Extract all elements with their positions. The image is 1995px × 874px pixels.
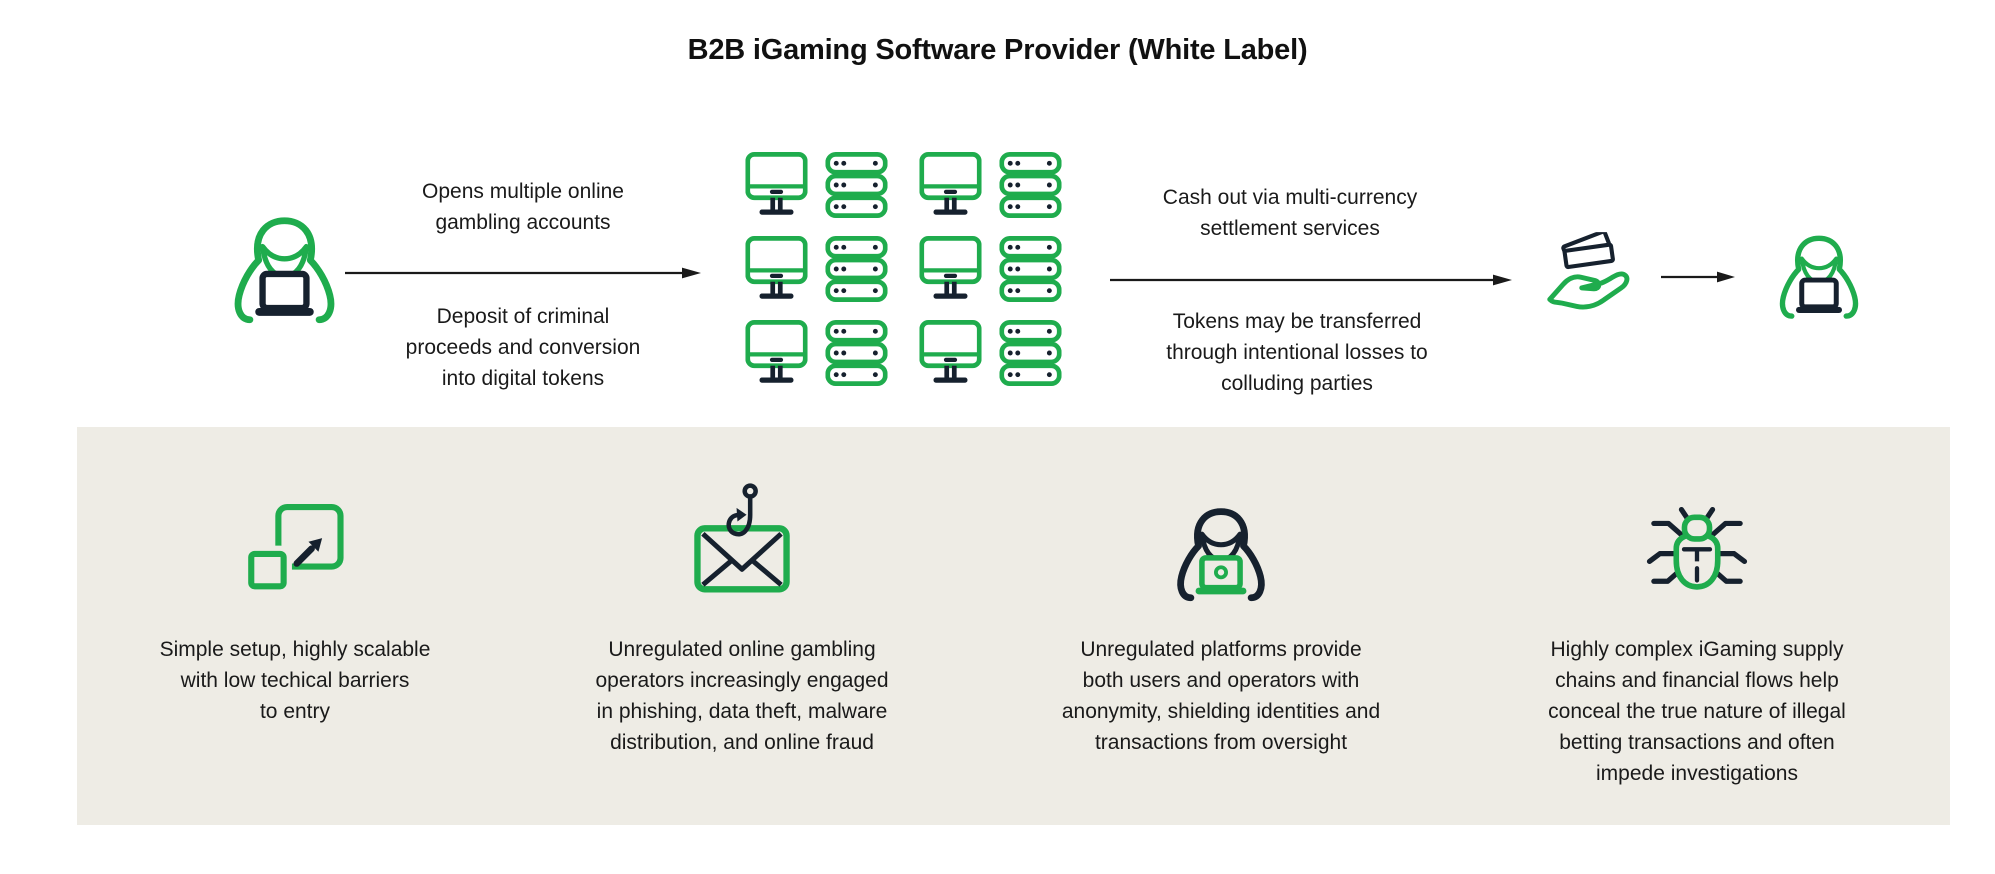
risk-card-text: Simple setup, highly scalable with low t… (159, 638, 431, 723)
risk-card-text: Unregulated platforms provide both users… (1061, 638, 1381, 754)
flow-arrow-2 (1110, 274, 1512, 286)
monitor-icon (919, 320, 982, 386)
monitor-icon (745, 320, 808, 386)
flow-label-cash-out: Cash out via multi-currency settlement s… (1162, 186, 1418, 240)
card-icon-area (246, 482, 344, 602)
risk-card-scalability: Simple setup, highly scalable with low t… (95, 482, 495, 727)
platform-grid-row (745, 236, 1062, 302)
flow-arrow-3 (1661, 271, 1735, 283)
risk-card-phishing: Unregulated online gambling operators in… (522, 482, 962, 758)
monitor-icon (745, 236, 808, 302)
risk-card-complexity: Highly complex iGaming supply chains and… (1462, 482, 1932, 789)
platform-grid-row (745, 320, 1062, 386)
hand-holding-cards-icon (1544, 232, 1636, 311)
monitor-icon (919, 236, 982, 302)
risk-card-text: Unregulated online gambling operators in… (595, 638, 889, 754)
risk-panel: Simple setup, highly scalable with low t… (77, 427, 1950, 825)
card-icon-area (1170, 482, 1272, 602)
anonymous-hacker-icon (1170, 507, 1272, 602)
monitor-icon (745, 152, 808, 218)
server-rack-icon (825, 320, 888, 386)
gambling-platform-grid (745, 152, 1062, 404)
risk-card-anonymity: Unregulated platforms provide both users… (991, 482, 1451, 758)
flow-arrow-1 (345, 267, 701, 279)
monitor-icon (919, 152, 982, 218)
malware-bug-icon (1645, 507, 1749, 602)
scale-expand-icon (246, 504, 344, 602)
flow-label-open-accounts: Opens multiple online gambling accounts (422, 180, 624, 234)
flow-label-token-transfer: Tokens may be transferred through intent… (1166, 310, 1428, 395)
server-rack-icon (825, 236, 888, 302)
hacker-with-laptop-icon (1773, 234, 1865, 320)
server-rack-icon (999, 152, 1062, 218)
server-rack-icon (999, 236, 1062, 302)
phishing-hook-envelope-icon (691, 482, 793, 602)
flow-label-deposit-proceeds: Deposit of criminal proceeds and convers… (405, 305, 641, 390)
server-rack-icon (825, 152, 888, 218)
platform-grid-row (745, 152, 1062, 218)
diagram-title: B2B iGaming Software Provider (White Lab… (687, 34, 1308, 66)
risk-card-text: Highly complex iGaming supply chains and… (1548, 638, 1846, 785)
server-rack-icon (999, 320, 1062, 386)
card-icon-area (691, 482, 793, 602)
card-icon-area (1645, 482, 1749, 602)
